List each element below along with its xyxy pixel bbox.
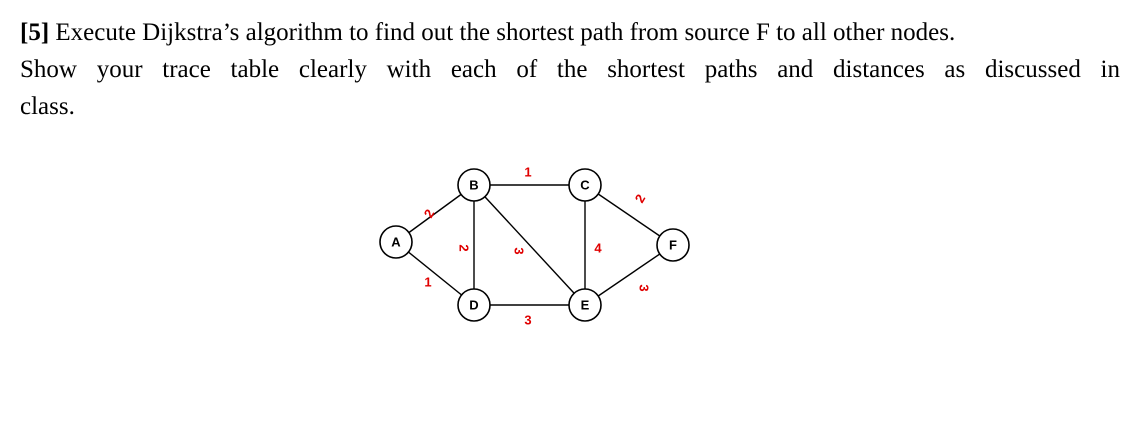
edges xyxy=(395,184,674,306)
nodes: A B C D E F xyxy=(379,168,690,322)
question-line-2: Show your trace table clearly with each … xyxy=(20,56,1120,83)
edge-b-e xyxy=(473,184,586,306)
weight-b-d: 2 xyxy=(457,244,472,251)
node-f-label: F xyxy=(669,237,677,252)
node-c-label: C xyxy=(580,177,590,192)
weight-d-e: 3 xyxy=(524,312,531,327)
node-d: D xyxy=(457,288,491,322)
node-f: F xyxy=(656,228,690,262)
weight-c-e: 4 xyxy=(594,240,602,255)
edge-c-f xyxy=(584,184,674,246)
weight-c-f: 2 xyxy=(632,192,649,206)
node-e-label: E xyxy=(581,297,590,312)
question-text: [5] Execute Dijkstra’s algorithm to find… xyxy=(20,14,1120,125)
weight-a-d: 1 xyxy=(424,274,431,289)
question-line-1: [5] Execute Dijkstra’s algorithm to find… xyxy=(20,14,1120,51)
node-d-label: D xyxy=(469,297,478,312)
node-a-label: A xyxy=(391,234,401,249)
question-line-1-text: Execute Dijkstra’s algorithm to find out… xyxy=(55,19,956,46)
weight-a-b: 2 xyxy=(421,207,438,221)
node-c: C xyxy=(568,168,602,202)
weight-b-c: 1 xyxy=(524,164,531,179)
node-b: B xyxy=(457,168,491,202)
edge-e-f xyxy=(584,244,674,306)
node-e: E xyxy=(568,288,602,322)
question-number: [5] xyxy=(20,19,50,46)
weight-b-e: 3 xyxy=(512,247,527,254)
node-b-label: B xyxy=(469,177,478,192)
weight-e-f: 3 xyxy=(637,284,652,291)
edge-weights: 2 1 1 2 3 4 2 3 3 xyxy=(421,164,652,327)
node-a: A xyxy=(379,225,413,259)
question-line-3: class. xyxy=(20,93,75,120)
